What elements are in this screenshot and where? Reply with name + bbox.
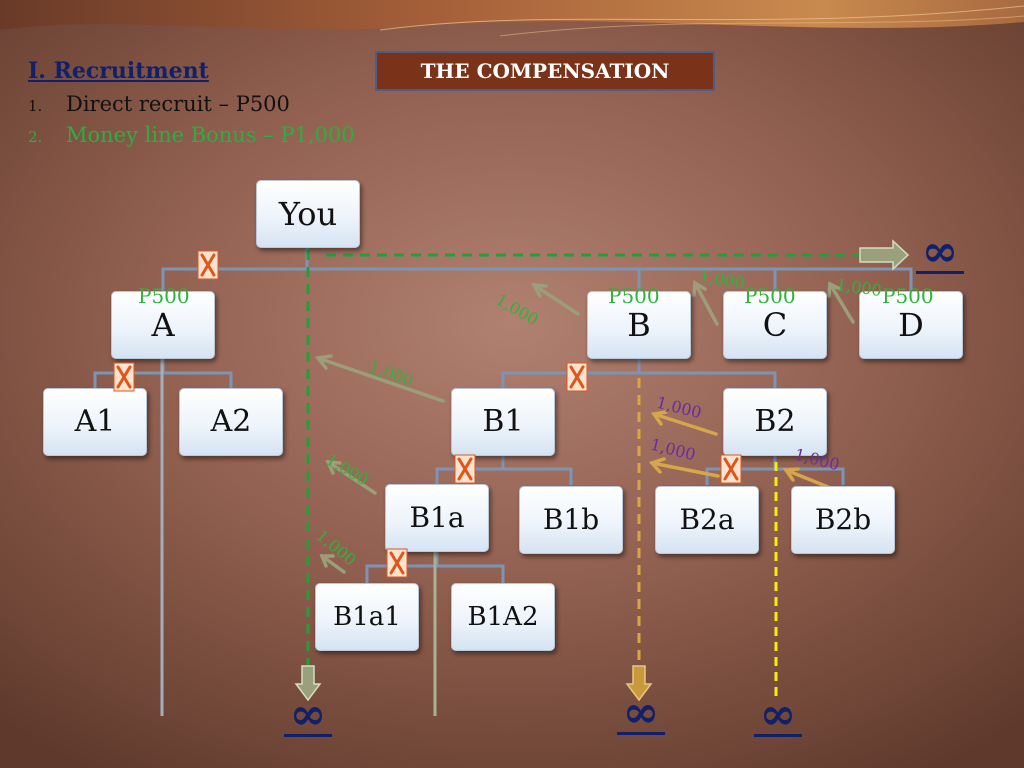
- header-swoosh: [0, 0, 1024, 37]
- money-line-arrow-down: [294, 665, 322, 702]
- payout-label-d: P500: [882, 284, 934, 308]
- payout-label-c: P500: [744, 284, 796, 308]
- cut-x-icon: [566, 362, 588, 392]
- cut-x-icon: [720, 454, 742, 484]
- node-b1a1: B1a1: [315, 583, 419, 651]
- node-b1a2: B1A2: [451, 583, 555, 651]
- recruitment-heading: I. Recruitment: [28, 58, 209, 84]
- list-item: 2.Money line Bonus – P1,000: [28, 123, 355, 147]
- cut-x-icon: [113, 362, 135, 392]
- compensation-list: 1.Direct recruit – P500 2.Money line Bon…: [28, 90, 355, 152]
- node-label: You: [278, 195, 338, 233]
- node-d: D: [859, 291, 963, 359]
- node-label: B1: [482, 404, 524, 439]
- node-b2: B2: [723, 388, 827, 456]
- infinity-icon: ∞: [616, 691, 666, 735]
- node-label: B2a: [679, 503, 735, 536]
- cut-x-icon: [454, 454, 476, 484]
- node-label: B2: [754, 404, 796, 439]
- node-b: B: [587, 291, 691, 359]
- node-a1: A1: [43, 388, 147, 456]
- node-a2: A2: [179, 388, 283, 456]
- node-label: B: [627, 306, 651, 344]
- infinity-icon: ∞: [915, 230, 965, 274]
- node-label: C: [762, 306, 788, 344]
- payout-label-a: P500: [138, 284, 190, 308]
- infinity-icon: ∞: [753, 693, 803, 737]
- money-line-arrow-down: [625, 665, 653, 702]
- node-label: D: [898, 306, 924, 344]
- slide-title: THE COMPENSATION: [375, 51, 715, 91]
- node-label: B1b: [542, 503, 600, 536]
- node-b2a: B2a: [655, 486, 759, 554]
- node-c: C: [723, 291, 827, 359]
- money-line-arrow-right: [859, 239, 910, 271]
- payout-label-b: P500: [608, 284, 660, 308]
- node-b1: B1: [451, 388, 555, 456]
- node-label: A: [151, 306, 175, 344]
- node-label: B2b: [814, 503, 872, 536]
- node-label: B1a: [409, 501, 465, 534]
- node-label: B1A2: [467, 602, 539, 632]
- node-a: A: [111, 291, 215, 359]
- node-b1b: B1b: [519, 486, 623, 554]
- node-label: A2: [210, 404, 252, 439]
- node-b1a: B1a: [385, 484, 489, 552]
- cut-x-icon: [386, 548, 408, 578]
- infinity-icon: ∞: [283, 693, 333, 737]
- node-label: A1: [74, 404, 116, 439]
- cut-x-icon: [197, 250, 219, 280]
- node-b2b: B2b: [791, 486, 895, 554]
- node-you: You: [256, 180, 360, 248]
- node-label: B1a1: [333, 602, 401, 632]
- list-item: 1.Direct recruit – P500: [28, 92, 290, 116]
